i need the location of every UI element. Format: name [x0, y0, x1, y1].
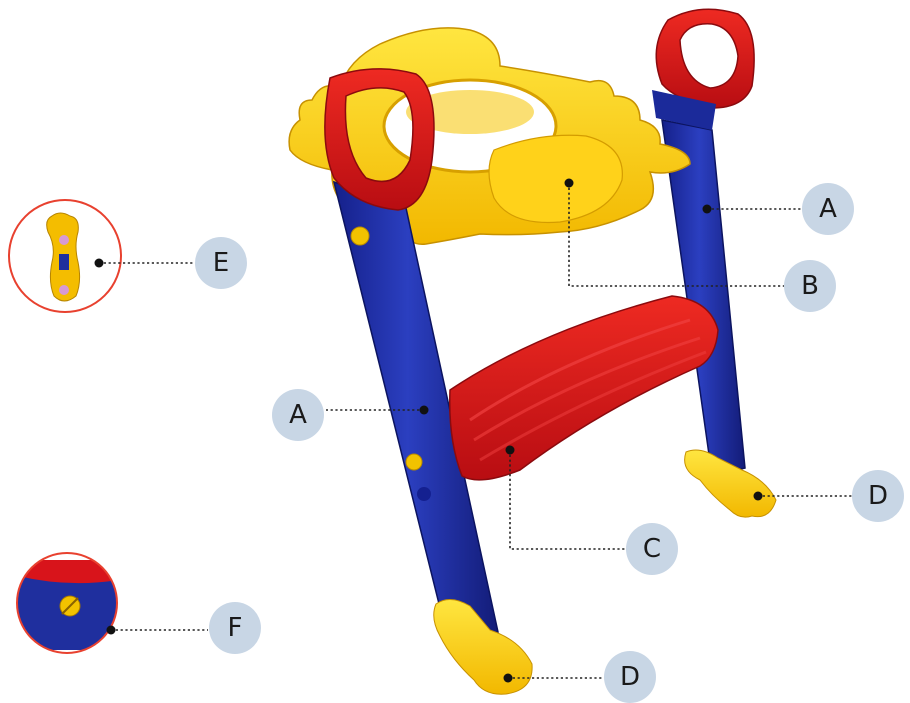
- badge-b: B: [784, 260, 836, 312]
- badge-d-right: D: [852, 470, 904, 522]
- badge-e-label: E: [213, 248, 229, 278]
- potty-training-seat-illustration: [289, 9, 776, 694]
- badge-c: C: [626, 523, 678, 575]
- badge-a-top-label: A: [819, 194, 837, 224]
- badge-f: F: [209, 602, 261, 654]
- badge-d-right-label: D: [868, 481, 888, 511]
- badge-b-label: B: [801, 271, 819, 301]
- left-leg-knob: [406, 454, 422, 470]
- inset-f-detail: [10, 553, 130, 653]
- inset-e-detail: [9, 200, 121, 312]
- badge-a-left: A: [272, 389, 324, 441]
- badge-f-label: F: [228, 613, 243, 643]
- right-grip-handle: [656, 9, 754, 108]
- badge-a-top: A: [802, 183, 854, 235]
- left-leg-screw: [351, 227, 369, 245]
- badge-c-label: C: [643, 534, 661, 564]
- badge-e: E: [195, 237, 247, 289]
- badge-a-left-label: A: [289, 400, 307, 430]
- badge-d-bottom-label: D: [620, 662, 640, 692]
- badge-d-bottom: D: [604, 651, 656, 703]
